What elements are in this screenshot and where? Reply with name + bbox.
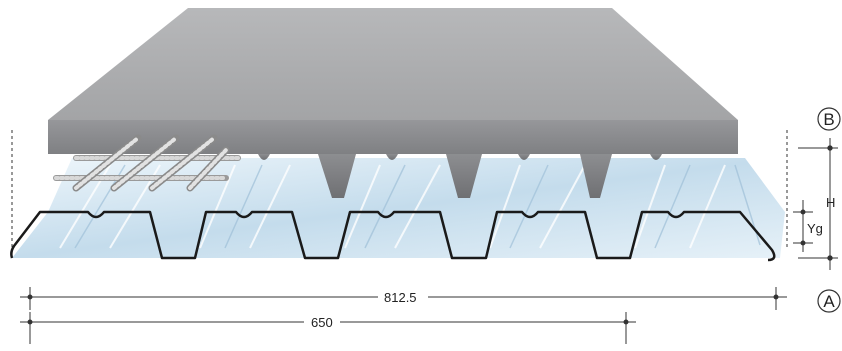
slab-marker: B	[817, 107, 841, 131]
deck-streaks	[59, 164, 726, 249]
neutral-axis-dimension	[793, 200, 813, 252]
cover-width-label: 650	[311, 315, 333, 330]
concrete-rib-small-2	[386, 154, 398, 160]
slab-front-face	[48, 120, 738, 154]
concrete-slab	[48, 8, 738, 198]
edge-guides	[11, 130, 788, 250]
height-dimension	[798, 138, 838, 270]
concrete-rib-3	[580, 154, 612, 198]
deck-marker: A	[817, 289, 841, 313]
concrete-rib-2	[446, 154, 482, 198]
concrete-rib-small-3	[518, 154, 530, 160]
slab-marker-letter: B	[823, 110, 834, 129]
concrete-rib-1	[318, 154, 356, 198]
neutral-axis-label: Yg	[807, 221, 823, 236]
overall-width-dimension	[20, 287, 787, 310]
concrete-rib-small-4	[650, 154, 662, 160]
overall-width-label: 812.5	[384, 290, 417, 305]
height-label: H	[826, 195, 835, 210]
deck-marker-letter: A	[823, 292, 835, 311]
cover-width-dimension	[20, 312, 636, 344]
slab-top-face	[48, 8, 738, 120]
deck-profile-outline	[10, 210, 776, 262]
rebar-mesh	[53, 134, 241, 192]
concrete-rib-small-1	[258, 154, 270, 160]
